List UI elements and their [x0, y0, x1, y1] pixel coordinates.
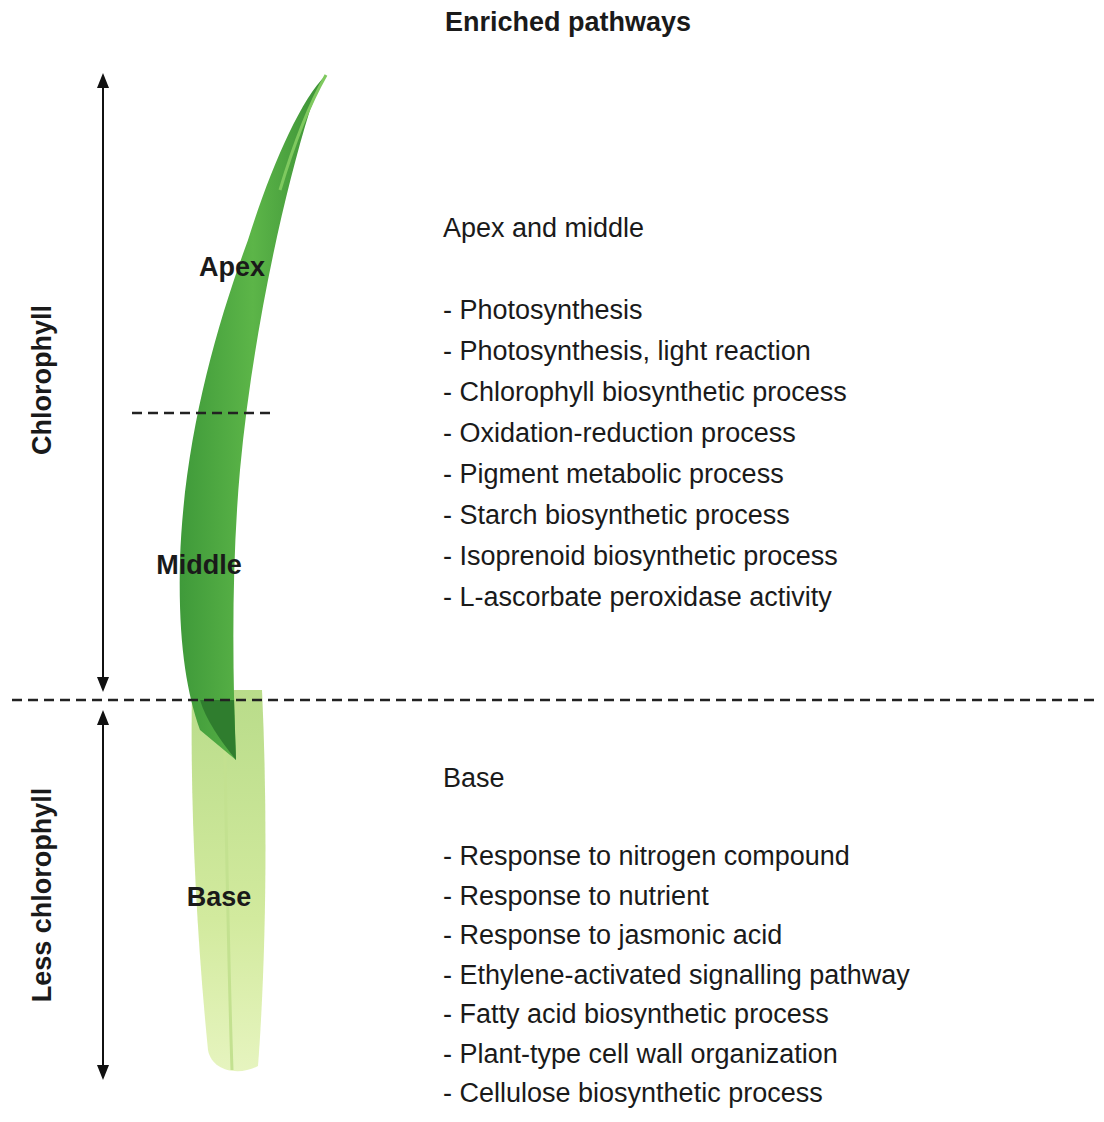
region-label: Chlorophyll	[26, 305, 58, 455]
arrow-head	[97, 710, 109, 725]
region-divider	[12, 699, 1100, 702]
pathway-item: - Response to nutrient	[443, 880, 709, 912]
figure-title: Enriched pathways	[445, 6, 691, 38]
pathway-item: - Response to nitrogen compound	[443, 840, 850, 872]
blade-join	[200, 700, 236, 760]
leaf-blade	[180, 75, 326, 760]
pathway-item: - Response to jasmonic acid	[443, 919, 782, 951]
part-label: Base	[187, 881, 252, 913]
pathway-item: - Photosynthesis	[443, 294, 643, 326]
arrow-head	[97, 1065, 109, 1080]
apex-middle-divider	[132, 412, 272, 415]
part-label: Middle	[156, 549, 242, 581]
pathway-item: - Chlorophyll biosynthetic process	[443, 376, 847, 408]
pathway-item: - Plant-type cell wall organization	[443, 1038, 838, 1070]
arrow-head	[97, 677, 109, 692]
pathway-item: - Isoprenoid biosynthetic process	[443, 540, 838, 572]
pathway-item: - Pigment metabolic process	[443, 458, 784, 490]
pathway-item: - Photosynthesis, light reaction	[443, 335, 811, 367]
arrow-head	[97, 73, 109, 88]
region-label: Less chlorophyll	[26, 788, 58, 1003]
leaf-tip	[280, 75, 326, 190]
pathway-item: - Fatty acid biosynthetic process	[443, 998, 829, 1030]
pathway-item: - Cellulose biosynthetic process	[443, 1077, 823, 1109]
list-heading: Base	[443, 762, 505, 794]
range-arrow	[102, 84, 104, 681]
range-arrow	[102, 721, 104, 1069]
pathway-item: - Oxidation-reduction process	[443, 417, 796, 449]
part-label: Apex	[199, 251, 265, 283]
pathway-item: - Ethylene-activated signalling pathway	[443, 959, 910, 991]
list-heading: Apex and middle	[443, 212, 644, 244]
pathway-item: - Starch biosynthetic process	[443, 499, 790, 531]
leaf-sheath	[192, 690, 266, 1071]
pathway-item: - L-ascorbate peroxidase activity	[443, 581, 832, 613]
